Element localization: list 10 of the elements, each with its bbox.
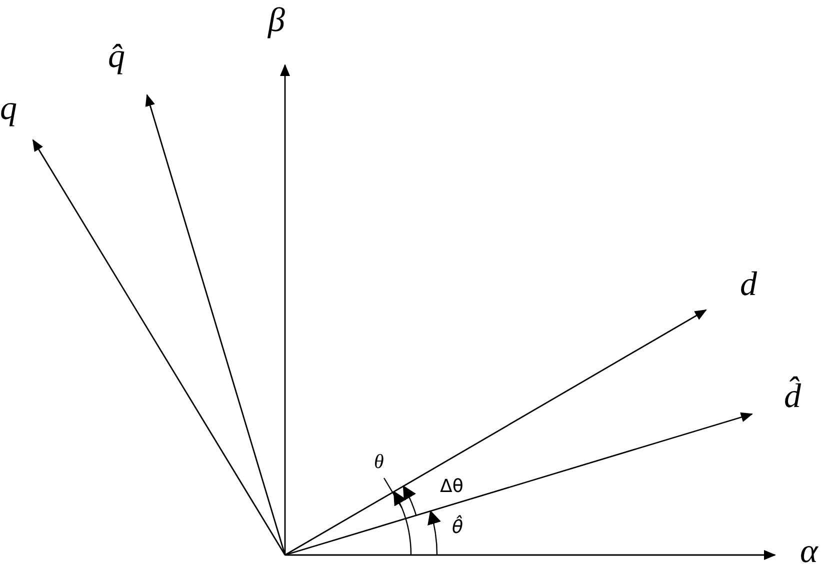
axis-label: d bbox=[740, 268, 757, 302]
axis-label: α bbox=[800, 535, 818, 569]
axis-label: q̂ bbox=[108, 40, 125, 74]
angle-arc bbox=[393, 490, 412, 556]
angle-label: Δθ bbox=[440, 475, 464, 499]
angle-label: θ bbox=[374, 452, 384, 472]
angle-label: θ̂ bbox=[452, 515, 464, 540]
axis-label: β bbox=[268, 4, 285, 38]
leader-line bbox=[383, 478, 402, 508]
axis-label: q bbox=[0, 92, 17, 126]
